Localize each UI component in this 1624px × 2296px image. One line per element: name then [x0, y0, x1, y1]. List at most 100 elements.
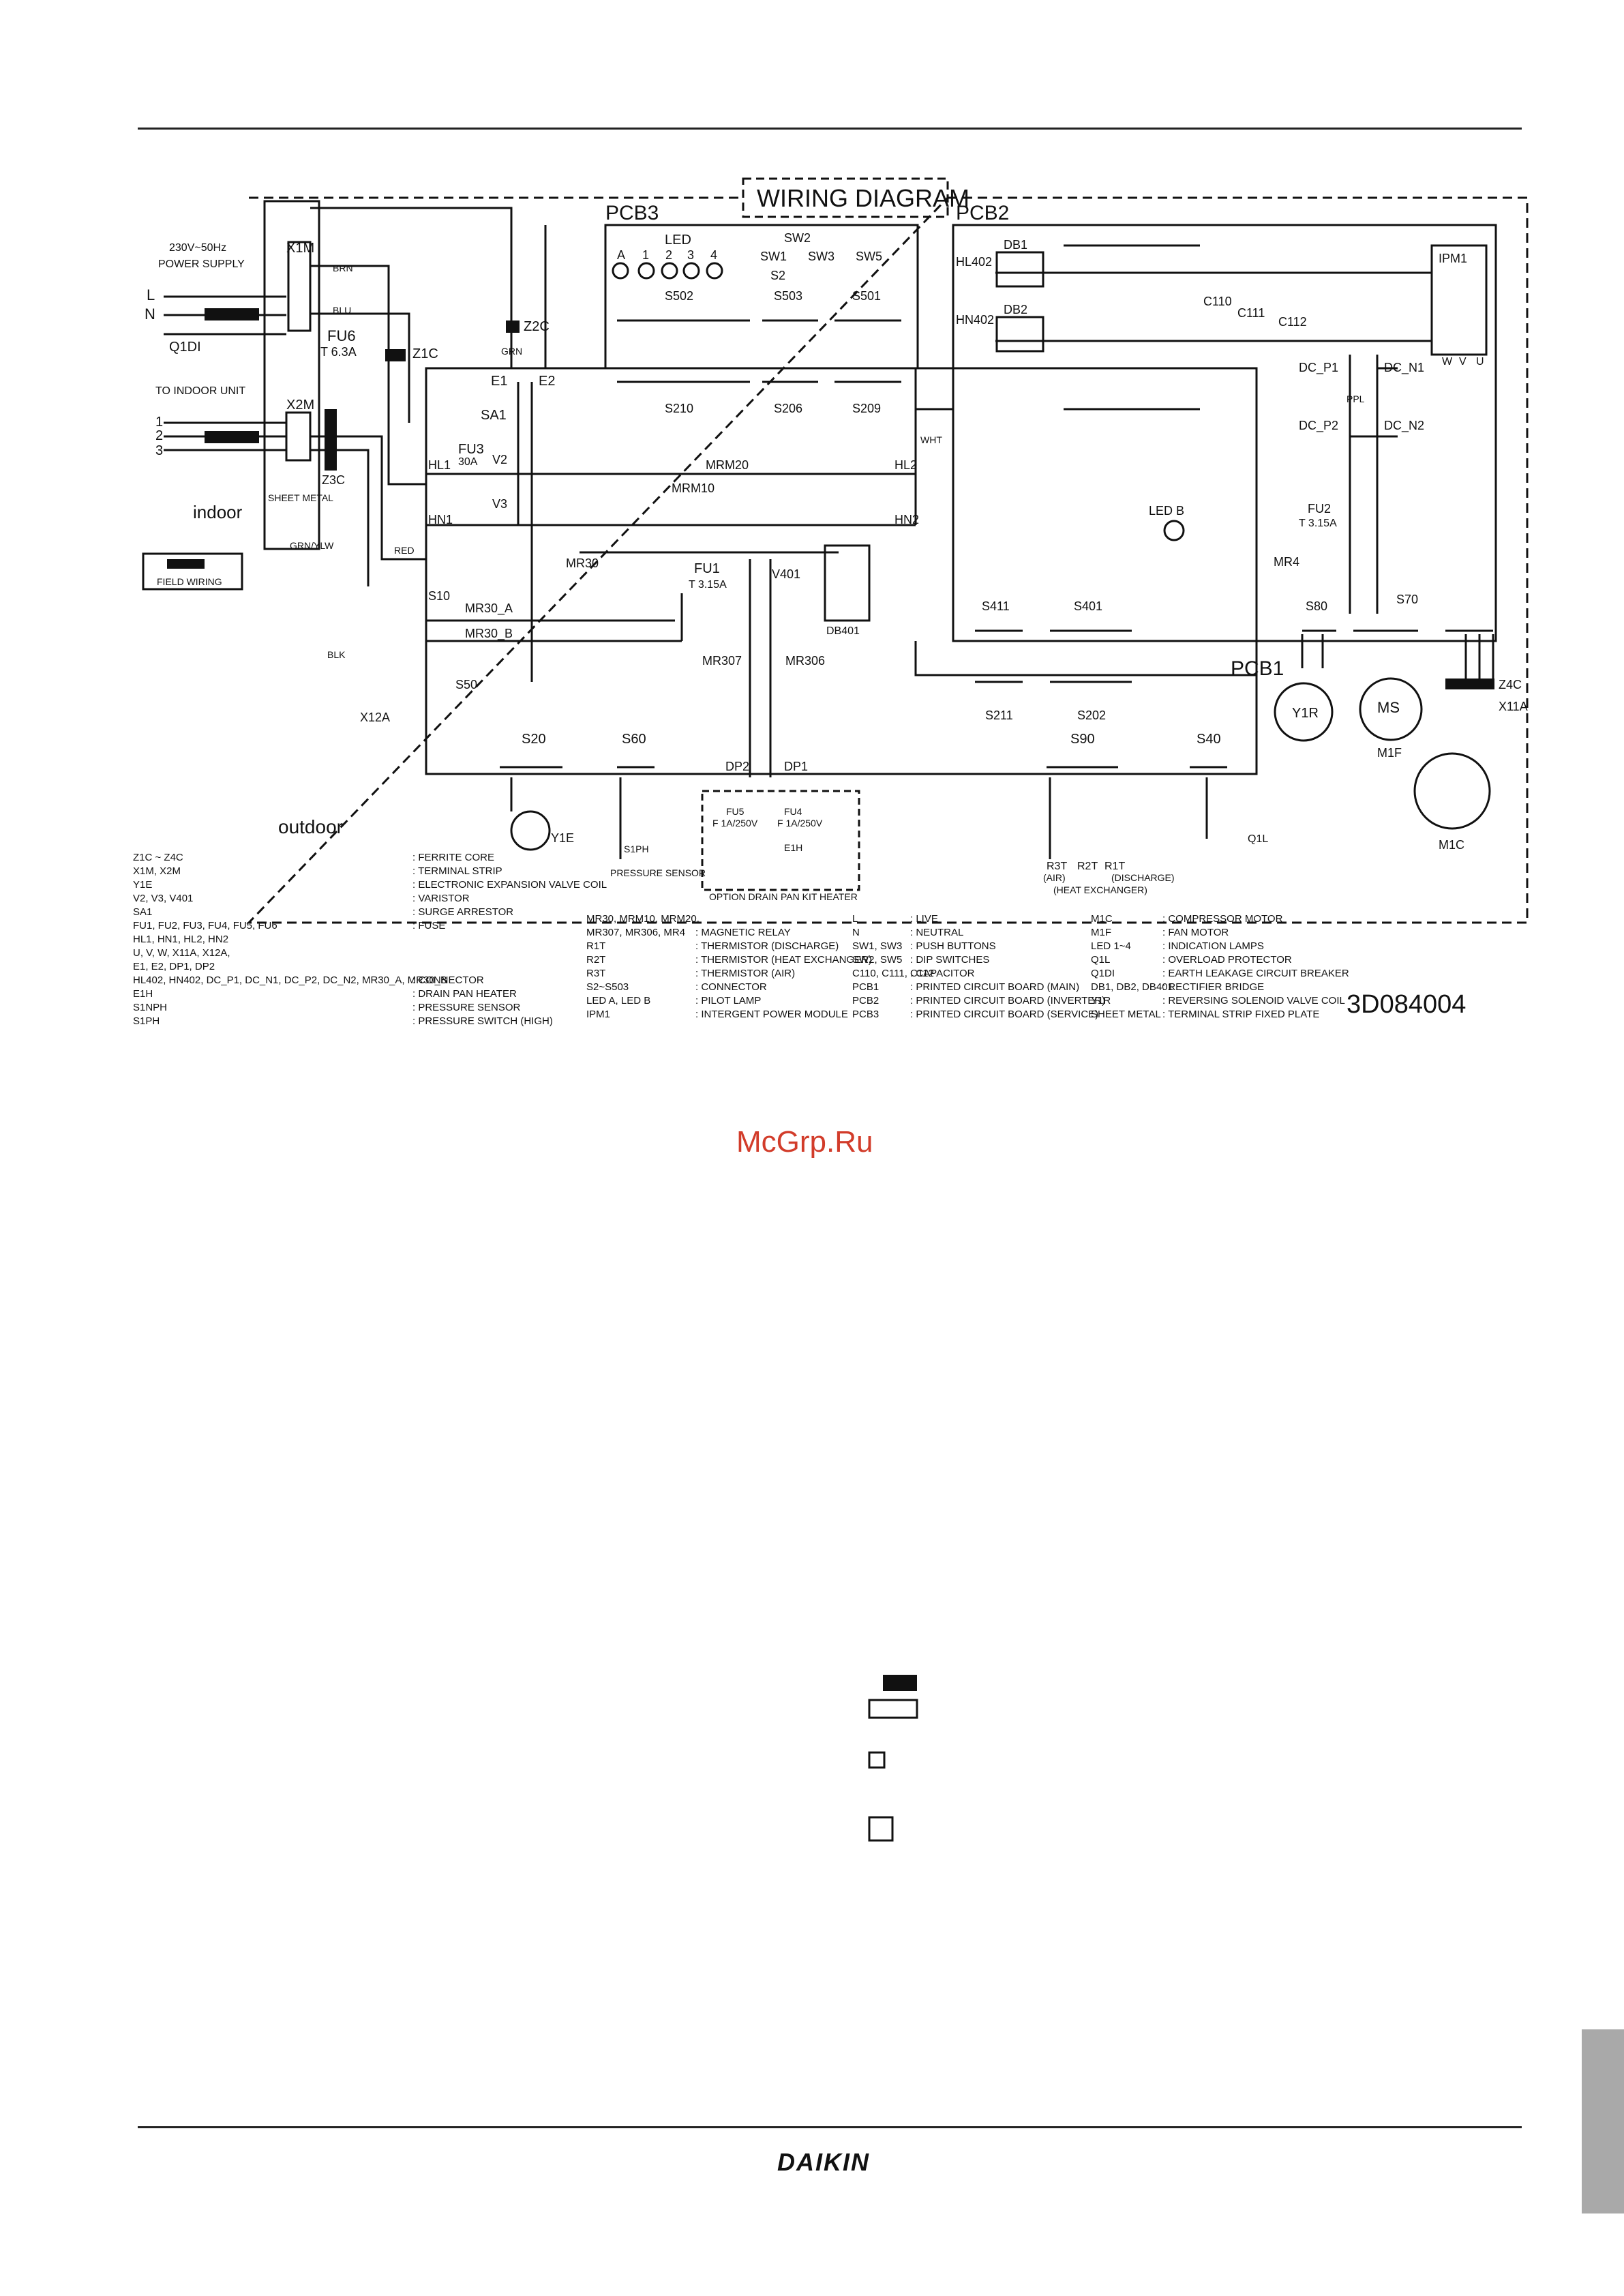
- pressure-sensor-label: PRESSURE SENSOR: [610, 867, 706, 878]
- indoor-t2: 2: [155, 428, 163, 443]
- legend-term: R1T: [586, 940, 605, 952]
- legend-definition: : DIP SWITCHES: [910, 954, 989, 966]
- legend-term: L: [852, 913, 858, 925]
- hn1-label: HN1: [428, 513, 453, 526]
- dc-n2-label: DC_N2: [1384, 419, 1424, 433]
- s60-label: S60: [622, 732, 646, 747]
- legend-definition: : THERMISTOR (HEAT EXCHANGER): [695, 954, 872, 966]
- legend-definition: : CAPACITOR: [910, 968, 975, 979]
- supply-voltage: 230V~50Hz: [169, 242, 226, 254]
- v401-label: V401: [772, 567, 800, 581]
- s1nph-label: S1PH: [624, 844, 649, 854]
- s411-label: S411: [982, 599, 1010, 613]
- pcb1-step: [914, 641, 1257, 676]
- dp1-label: DP1: [784, 760, 808, 773]
- legend-term: U, V, W, X11A, X12A,: [133, 947, 230, 959]
- r2t-caption: (HEAT EXCHANGER): [1053, 884, 1147, 895]
- legend-term: X1M, X2M: [133, 865, 181, 877]
- s40-label: S40: [1197, 732, 1221, 747]
- hn2-label: HN2: [894, 513, 919, 526]
- legend-term: HL1, HN1, HL2, HN2: [133, 934, 228, 945]
- legend-definition: : PRINTED CIRCUIT BOARD (INVERTER): [910, 995, 1105, 1007]
- legend-definition: : INTERGENT POWER MODULE: [695, 1009, 848, 1020]
- x11a-label: X11A: [1499, 700, 1528, 713]
- sw3-label: SW3: [808, 250, 834, 263]
- dc-n1-label: DC_N1: [1384, 361, 1424, 375]
- ground-wire-label: GRN/YLW: [290, 540, 334, 551]
- legend-term: PCB1: [852, 981, 879, 993]
- y1e-label: Y1E: [551, 831, 574, 845]
- legend-term: SA1: [133, 906, 152, 918]
- legend-definition: : FUSE: [412, 920, 445, 931]
- wire-blk: BLK: [327, 649, 346, 660]
- legend-term: N: [852, 927, 860, 938]
- q1l-label: Q1L: [1248, 833, 1268, 845]
- pcb3-label: PCB3: [605, 202, 659, 224]
- pcb2-board: [952, 224, 1497, 642]
- db1-label: DB1: [1004, 238, 1027, 252]
- s20-label: S20: [522, 732, 546, 747]
- led-b-label: LED B: [1149, 504, 1184, 518]
- c112-label: C112: [1278, 315, 1307, 329]
- fu4-rating: F 1A/250V: [777, 818, 823, 829]
- fu1-rating: T 3.15A: [689, 579, 727, 591]
- r3t-caption: (AIR): [1043, 872, 1066, 883]
- supply-caption: POWER SUPPLY: [158, 258, 245, 270]
- ipm-v: V: [1459, 356, 1467, 368]
- legend-term: HL402, HN402, DC_P1, DC_N1, DC_P2, DC_N2…: [133, 974, 447, 986]
- r1t-label: R1T: [1104, 861, 1125, 872]
- s2-label: S2: [770, 269, 785, 282]
- legend-definition: : TERMINAL STRIP: [412, 865, 502, 877]
- legend-definition: : ELECTRONIC EXPANSION VALVE COIL: [412, 879, 607, 891]
- s210-label: S210: [665, 402, 693, 415]
- power-ferrite: [205, 308, 259, 320]
- legend-definition: : LIVE: [910, 913, 938, 925]
- x2m-label: X2M: [286, 398, 314, 413]
- legend-definition: : EARTH LEAKAGE CIRCUIT BREAKER: [1162, 968, 1349, 979]
- z4c-core: [1445, 679, 1494, 689]
- sw2-label: SW2: [784, 231, 811, 245]
- indoor-ferrite: [205, 431, 259, 443]
- legend-definition: : PRESSURE SWITCH (HIGH): [412, 1015, 553, 1027]
- s50-label: S50: [455, 678, 477, 691]
- m1c-motor: [1413, 752, 1491, 830]
- s211-label: S211: [985, 709, 1013, 722]
- db401-label: DB401: [826, 625, 860, 637]
- ipm1-label: IPM1: [1439, 252, 1467, 265]
- wire-brn: BRN: [333, 263, 353, 273]
- r1t-caption: (DISCHARGE): [1111, 872, 1175, 883]
- x1m-label: X1M: [286, 241, 314, 256]
- z2c-label: Z2C: [524, 319, 550, 334]
- legend-term: Z1C ~ Z4C: [133, 852, 183, 863]
- daikin-logo: DAIKIN: [777, 2148, 870, 2176]
- dc-p2-label: DC_P2: [1299, 419, 1338, 433]
- z4c-label: Z4C: [1499, 678, 1522, 691]
- s10-label: S10: [428, 589, 450, 603]
- mr30b-label: MR30_B: [465, 627, 513, 641]
- e2-label: E2: [539, 374, 555, 389]
- diagram-title: WIRING DIAGRAM: [757, 184, 969, 212]
- s401-label: S401: [1074, 599, 1102, 613]
- fu4-label: FU4: [784, 806, 802, 817]
- mr4-label: MR4: [1274, 555, 1299, 569]
- led-header: LED: [665, 233, 691, 248]
- z3c-core: [325, 409, 337, 471]
- led-4-label: 4: [710, 248, 717, 262]
- v3-label: V3: [492, 497, 507, 511]
- pcb1-board: [425, 367, 1258, 775]
- legend-definition: : SURGE ARRESTOR: [412, 906, 513, 918]
- mrm20-label: MRM20: [706, 458, 749, 472]
- legend-core: [883, 1675, 917, 1691]
- x12a-label: X12A: [360, 711, 390, 724]
- legend-definition: : REVERSING SOLENOID VALVE COIL: [1162, 995, 1345, 1007]
- title-box: [742, 177, 949, 218]
- header-rule: [138, 128, 1522, 130]
- sw1-label: SW1: [760, 250, 787, 263]
- fu6-label: FU6: [327, 327, 356, 344]
- s80-label: S80: [1306, 599, 1327, 613]
- drain-pan-box: [701, 790, 860, 891]
- x1m-strip: [263, 200, 320, 550]
- legend-definition: : PRESSURE SENSOR: [412, 1002, 521, 1013]
- indoor-t3: 3: [155, 443, 163, 458]
